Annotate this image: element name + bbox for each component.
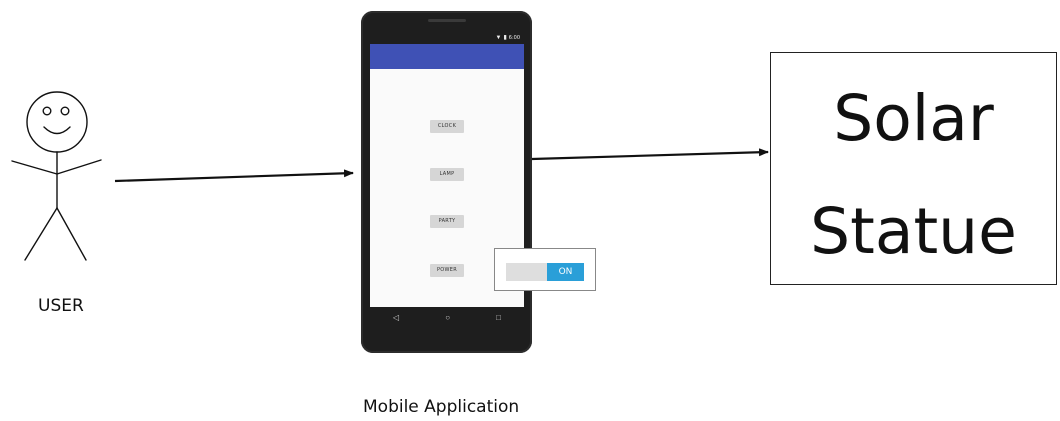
power-toggle[interactable]: ON <box>506 263 584 281</box>
back-icon[interactable]: ◁ <box>393 313 400 322</box>
solar-statue-line-2: Statue <box>810 195 1017 268</box>
battery-icon: ▮ <box>503 35 507 41</box>
arrow-app-to-statue <box>531 148 769 161</box>
user-left-eye <box>42 106 52 116</box>
home-icon[interactable]: ○ <box>445 313 451 322</box>
user-right-eye <box>60 106 70 116</box>
lamp-button[interactable]: LAMP <box>430 168 464 181</box>
wifi-icon: ▼ <box>495 35 502 41</box>
user-head <box>26 91 88 153</box>
power-toggle-callout: ON <box>494 248 596 291</box>
user-smile <box>43 126 71 135</box>
mobile-application-label: Mobile Application <box>363 397 520 417</box>
recents-icon[interactable]: □ <box>496 313 501 322</box>
arrow-user-to-app <box>114 169 354 183</box>
user-right-arm <box>56 159 102 175</box>
status-bar: ▼ ▮ 6:00 <box>370 33 524 43</box>
toggle-on-label: ON <box>547 263 584 281</box>
power-button[interactable]: POWER <box>430 264 464 277</box>
mobile-phone: ▼ ▮ 6:00 CLOCK LAMP PARTY POWER ◁ ○ □ <box>361 11 532 353</box>
status-time: 6:00 <box>508 34 520 41</box>
user-label: USER <box>38 296 84 316</box>
app-toolbar <box>370 44 524 69</box>
solar-statue-line-1: Solar <box>833 82 994 155</box>
nav-bar: ◁ ○ □ <box>370 307 524 329</box>
clock-button[interactable]: CLOCK <box>430 120 464 133</box>
user-left-arm <box>11 160 58 175</box>
solar-statue-box: Solar Statue <box>770 52 1057 285</box>
user-stick-figure <box>11 91 102 261</box>
party-button[interactable]: PARTY <box>430 215 464 228</box>
phone-speaker <box>428 19 466 22</box>
user-right-leg <box>56 207 87 261</box>
user-left-leg <box>24 207 58 261</box>
